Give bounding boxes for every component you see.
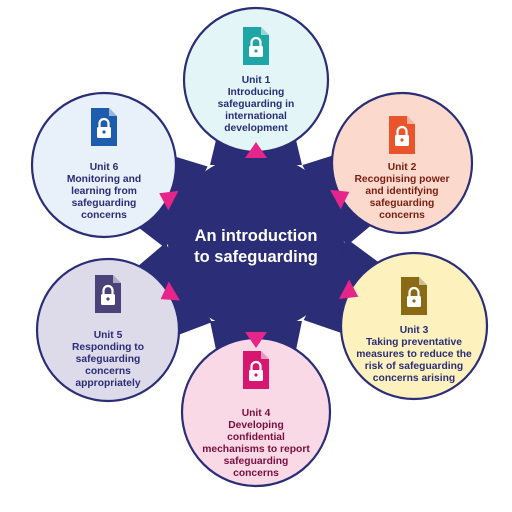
unit-2-circle <box>330 91 474 235</box>
unit-5-circle <box>35 257 181 403</box>
unit-5-title: Unit 5 <box>93 330 123 341</box>
arrow-3 <box>338 279 359 299</box>
unit-3-document-lock-icon <box>401 277 427 315</box>
connector-3 <box>303 238 379 334</box>
unit-4-title: Unit 4 <box>241 408 271 419</box>
unit-6-description: Monitoring and learning from safeguardin… <box>66 174 142 221</box>
unit-2-title: Unit 2 <box>387 162 417 173</box>
unit-6-circle <box>30 91 178 239</box>
arrow-1 <box>245 142 267 158</box>
center-title: An introduction to safeguarding <box>194 227 318 266</box>
arrow-6 <box>159 190 179 211</box>
arrow-2 <box>330 189 350 210</box>
unit-4-description: Developing confidential mechanisms to re… <box>202 420 310 479</box>
unit-1-document-lock-icon <box>243 27 269 65</box>
center-hub <box>168 155 344 331</box>
unit-1-title: Unit 1 <box>241 75 271 86</box>
arrow-5 <box>160 281 180 301</box>
unit-1-description: Introducing safeguarding in internationa… <box>217 87 295 134</box>
unit-3-circle <box>339 251 489 401</box>
connector-6 <box>139 156 208 249</box>
unit-5-document-lock-icon <box>95 275 121 313</box>
unit-5-description: Responding to safeguarding concerns appr… <box>71 342 145 389</box>
unit-3-title: Unit 3 <box>399 325 429 336</box>
arrow-4 <box>245 332 267 348</box>
connector-5 <box>138 242 213 335</box>
unit-2-document-lock-icon <box>389 116 415 154</box>
unit-3-description: Taking preventative measures to reduce t… <box>356 337 472 384</box>
unit-6-document-lock-icon <box>91 108 117 146</box>
unit-6-title: Unit 6 <box>89 162 119 173</box>
unit-2-description: Recognising power and identifying safegu… <box>354 174 450 221</box>
unit-4-document-lock-icon <box>243 351 269 389</box>
